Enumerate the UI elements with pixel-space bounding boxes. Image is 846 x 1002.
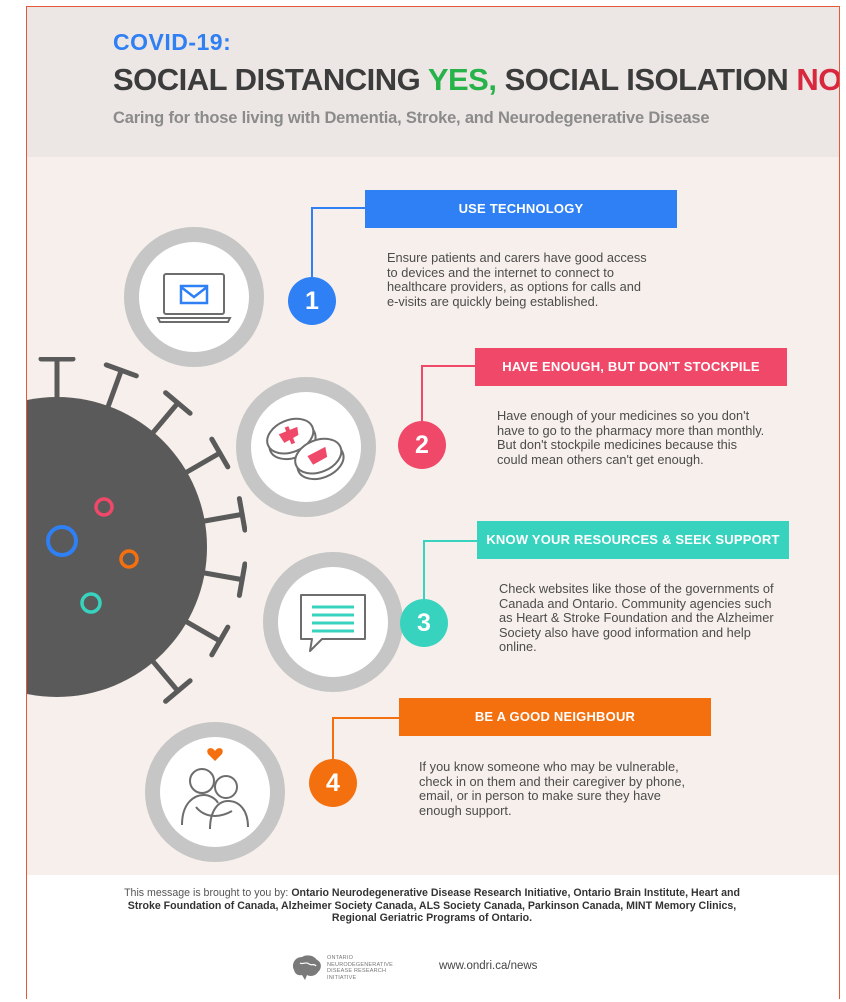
- chat-bubble-icon: [300, 594, 366, 652]
- tip-text-3: Check websites like those of the governm…: [499, 581, 774, 654]
- website-link[interactable]: www.ondri.ca/news: [439, 960, 538, 972]
- step-number-1: 1: [288, 277, 336, 325]
- tip-heading-1: USE TECHNOLOGY: [365, 190, 677, 228]
- title-no: NO: [796, 62, 840, 97]
- step-number-4: 4: [309, 759, 357, 807]
- title-yes: YES,: [427, 62, 497, 97]
- medicine-icon-circle: [236, 377, 376, 517]
- laptop-email-icon: [156, 273, 232, 323]
- tip-heading-3: KNOW YOUR RESOURCES & SEEK SUPPORT: [477, 521, 789, 559]
- infographic: COVID-19: SOCIAL DISTANCING YES, SOCIAL …: [26, 6, 840, 999]
- header: COVID-19: SOCIAL DISTANCING YES, SOCIAL …: [27, 7, 839, 157]
- resources-icon-circle: [263, 552, 403, 692]
- connector-1: [311, 207, 367, 279]
- hug-heart-icon: [181, 748, 249, 830]
- tip-text-1: Ensure patients and carers have good acc…: [387, 250, 647, 309]
- tip-text-2: Have enough of your medicines so you don…: [497, 408, 765, 467]
- brain-logo-icon: [292, 955, 321, 980]
- footer: This message is brought to you by: Ontar…: [27, 875, 839, 999]
- credits: This message is brought to you by: Ontar…: [117, 887, 747, 925]
- credit-orgs: Ontario Neurodegenerative Disease Resear…: [127, 887, 740, 924]
- connector-4: [332, 717, 404, 767]
- logo-text: ONTARIO NEURODEGENERATIVE DISEASE RESEAR…: [327, 955, 393, 981]
- tip-heading-4: BE A GOOD NEIGHBOUR: [399, 698, 711, 736]
- step-number-2: 2: [398, 421, 446, 469]
- subtitle: Caring for those living with Dementia, S…: [113, 109, 710, 127]
- neighbour-icon-circle: [145, 722, 285, 862]
- page-title: SOCIAL DISTANCING YES, SOCIAL ISOLATION …: [113, 62, 840, 98]
- title-part-2: SOCIAL ISOLATION: [496, 62, 797, 97]
- tip-text-4: If you know someone who may be vulnerabl…: [419, 759, 686, 818]
- tip-heading-2: HAVE ENOUGH, BUT DON'T STOCKPILE: [475, 348, 787, 386]
- pills-icon: [266, 417, 345, 481]
- connector-2: [421, 365, 477, 433]
- technology-icon-circle: [124, 227, 264, 367]
- step-number-3: 3: [400, 599, 448, 647]
- credit-prefix: This message is brought to you by:: [124, 887, 292, 899]
- kicker: COVID-19:: [113, 29, 232, 55]
- title-part-1: SOCIAL DISTANCING: [113, 62, 428, 97]
- connector-3: [423, 540, 479, 612]
- virus-icon: [27, 357, 247, 704]
